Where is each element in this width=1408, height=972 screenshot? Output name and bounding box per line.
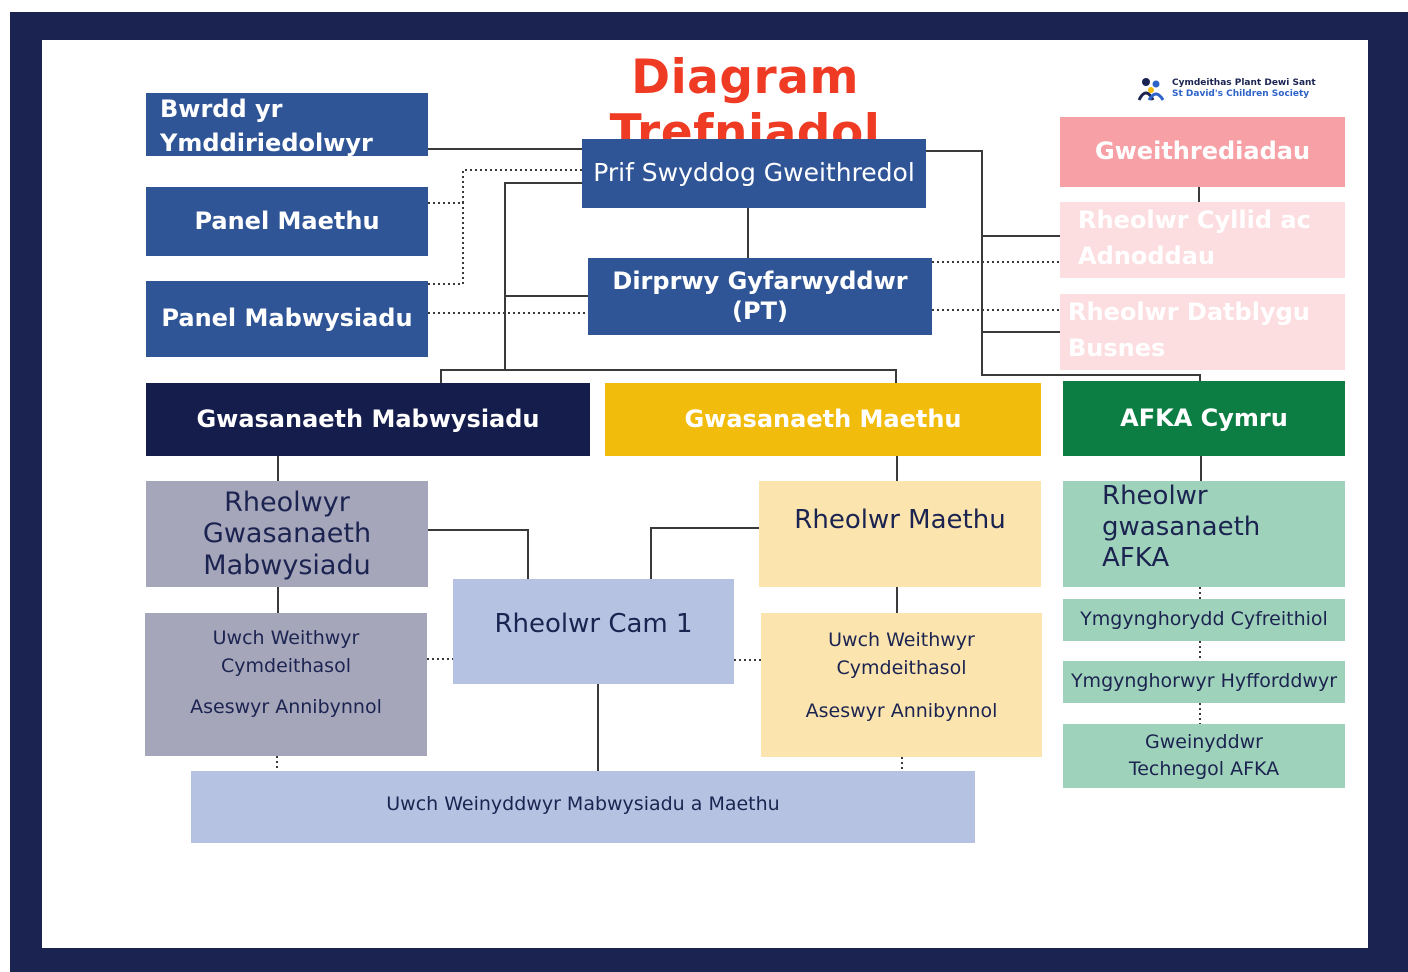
fostering-panel-box: Panel Maethu: [146, 187, 428, 256]
operations-label: Gweithrediadau: [1094, 137, 1311, 166]
training-advisors-label: Ymgynghorwyr Hyfforddwyr: [1070, 670, 1338, 693]
afka-manager-box: Rheolwr gwasanaeth AFKA: [1063, 481, 1345, 587]
adoption-managers-line2: Gwasanaeth: [202, 518, 372, 550]
finance-manager-box: Rheolwr Cyllid ac Adnoddau: [1060, 202, 1345, 278]
adoption-managers-line1: Rheolwyr: [224, 487, 350, 519]
business-manager-box: Rheolwr Datblygu Busnes: [1060, 294, 1345, 370]
business-manager-line2: Busnes: [1068, 334, 1166, 362]
board-label-line1: Bwrdd yr: [160, 95, 283, 123]
operations-box: Gweithrediadau: [1060, 117, 1345, 187]
adoption-senior-staff-box: Uwch Weithwyr Cymdeithasol Aseswyr Annib…: [145, 613, 427, 756]
ceo-box: Prif Swyddog Gweithredol: [582, 139, 926, 208]
adoption-managers-box: Rheolwyr Gwasanaeth Mabwysiadu: [146, 481, 428, 587]
fostering-manager-label: Rheolwr Maethu: [794, 505, 1006, 535]
adoption-service-label: Gwasanaeth Mabwysiadu: [196, 404, 540, 433]
fostering-senior-staff-box: Uwch Weithwyr Cymdeithasol Aseswyr Annib…: [761, 613, 1042, 757]
legal-advisor-label: Ymgynghorydd Cyfreithiol: [1080, 608, 1328, 631]
tech-admin-line2: Technegol AFKA: [1128, 758, 1280, 780]
business-manager-line1: Rheolwr Datblygu: [1068, 298, 1310, 326]
board-of-trustees-box: Bwrdd yr Ymddiriedolwyr: [146, 93, 428, 157]
step1-manager-box: Rheolwr Cam 1: [453, 579, 734, 684]
board-label-line2: Ymddiriedolwyr: [160, 128, 373, 157]
finance-manager-line1: Rheolwr Cyllid ac: [1078, 206, 1311, 234]
logo-name-welsh: Cymdeithas Plant Dewi Sant: [1172, 77, 1316, 88]
adoption-assessors-label: Aseswyr Annibynnol: [190, 696, 382, 719]
tech-admin-box: Gweinyddwr Technegol AFKA: [1063, 724, 1345, 788]
legal-advisor-box: Ymgynghorydd Cyfreithiol: [1063, 599, 1345, 641]
step1-manager-label: Rheolwr Cam 1: [494, 609, 693, 639]
training-advisors-box: Ymgynghorwyr Hyfforddwyr: [1063, 661, 1345, 703]
senior-admin-label: Uwch Weinyddwyr Mabwysiadu a Maethu: [386, 793, 780, 815]
adoption-senior-sw-label: Uwch Weithwyr Cymdeithasol: [212, 627, 360, 677]
family-logo-icon: [1137, 78, 1165, 101]
adoption-panel-label: Panel Mabwysiadu: [161, 304, 413, 333]
afka-manager-line3: AFKA: [1102, 543, 1170, 574]
logo-name-english: St David's Children Society: [1172, 89, 1310, 99]
afka-manager-line1: Rheolwr: [1102, 481, 1208, 511]
fostering-panel-label: Panel Maethu: [194, 206, 380, 235]
afka-cymru-label: AFKA Cymru: [1120, 403, 1288, 432]
fostering-service-label: Gwasanaeth Maethu: [684, 404, 962, 433]
senior-admin-box: Uwch Weinyddwyr Mabwysiadu a Maethu: [191, 771, 975, 843]
ceo-label: Prif Swyddog Gweithredol: [593, 158, 915, 188]
fostering-manager-box: Rheolwr Maethu: [759, 481, 1041, 587]
fostering-senior-sw-label: Uwch Weithwyr Cymdeithasol: [828, 629, 975, 679]
afka-cymru-box: AFKA Cymru: [1063, 381, 1345, 456]
finance-manager-line2: Adnoddau: [1078, 242, 1215, 270]
deputy-director-box: Dirprwy Gyfarwyddwr (PT): [588, 258, 932, 335]
deputy-director-label: Dirprwy Gyfarwyddwr (PT): [612, 267, 908, 325]
tech-admin-line1: Gweinyddwr: [1145, 731, 1263, 754]
adoption-panel-box: Panel Mabwysiadu: [146, 281, 428, 357]
fostering-assessors-label: Aseswyr Annibynnol: [805, 700, 998, 723]
adoption-service-box: Gwasanaeth Mabwysiadu: [146, 383, 590, 456]
afka-manager-line2: gwasanaeth: [1102, 512, 1261, 543]
society-logo: Cymdeithas Plant Dewi Sant St David's Ch…: [1136, 74, 1316, 104]
fostering-service-box: Gwasanaeth Maethu: [605, 383, 1041, 456]
adoption-managers-line3: Mabwysiadu: [203, 549, 371, 581]
